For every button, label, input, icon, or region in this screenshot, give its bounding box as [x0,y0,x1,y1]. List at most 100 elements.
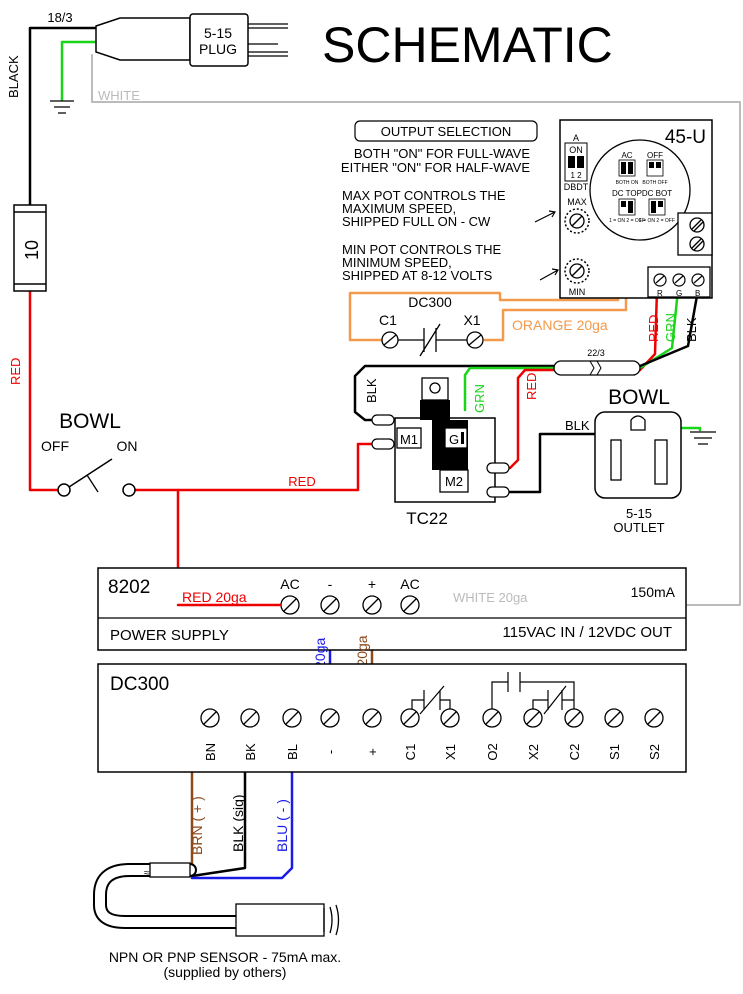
black-wire-tc22 [353,364,557,422]
dip-dc-top-label: DC TOP [612,189,642,198]
output-selection-title: OUTPUT SELECTION [381,124,512,139]
switch-a-box [564,142,588,182]
dc300-term-label-6: C1 [403,744,418,761]
dc300-term-label-5: + [365,748,380,756]
red-wire-switched [133,442,380,492]
dc300-term-label-4: - [323,750,338,754]
tc22-m1-terminal [371,414,422,450]
max-note-1: MAX POT CONTROLS THE [342,188,506,203]
dip-a-2 [577,156,584,168]
tc22-g-label: G [449,432,459,447]
red-tc22-label: RED [524,373,539,400]
tc22-name: TC22 [406,509,448,528]
dip-both-on: BOTH ON [616,180,639,186]
power-supply-title: POWER SUPPLY [110,627,229,644]
dip-dc-bot-2 [658,201,663,207]
black-wire-outlet [493,432,614,494]
cable-break-mark: ≈ [144,868,150,879]
supply-screw-ac-1 [280,595,300,615]
dc300-term-label-2: BK [243,743,258,761]
ground-wire [60,40,102,102]
dip-ac-2 [628,162,633,174]
white-20ga-label: WHITE 20ga [453,590,528,605]
dip-dc-top-1 [621,201,626,207]
dc300-screw-9 [523,708,543,728]
sensor-body [235,903,325,937]
terminal-g: G [676,289,682,298]
output-note-2: EITHER "ON" FOR HALF-WAVE [341,160,530,175]
dc300-term-label-3: BL [285,744,300,760]
dc300-term-label-10: C2 [567,744,582,761]
outlet-label: OUTLET [613,520,664,535]
tc22-m1-label: M1 [400,432,418,447]
dc300-screw-2 [240,708,260,728]
terminal-r: R [657,289,663,298]
dc300-term-label-7: X1 [443,744,458,760]
power-supply-current: 150mA [631,584,676,600]
sensor-blk-label: BLK (sig) [230,794,246,852]
dc300-screw-6 [400,708,420,728]
contact-c1-label: C1 [379,312,397,328]
red-switched-label: RED [288,474,315,489]
switch-label: BOWL [59,410,121,433]
contact-c1-screw [381,331,399,349]
dip-ac-label: AC [621,151,632,160]
supply-screw-pos [362,595,382,615]
max-pot-label: MAX [567,197,587,207]
dip-dc-top-2 [628,201,633,213]
sensor-caption-2: (supplied by others) [164,964,287,980]
min-arrow [539,268,559,281]
supply-screw-neg [320,595,340,615]
outlet-neutral-slot [654,439,668,485]
black-outlet-label: BLK [565,418,590,433]
bowl-switch [57,458,136,497]
max-arrow [534,210,556,223]
cable-22-3 [553,360,641,376]
board-45u-a: A [573,133,579,143]
min-note-3: SHIPPED AT 8-12 VOLTS [342,268,493,283]
fuse [13,204,47,292]
sensor-face [323,904,340,936]
max-pot [564,208,590,234]
dc300-screw-12 [644,708,664,728]
outlet-bowl-label: BOWL [608,386,670,409]
dc300-screw-11 [604,708,624,728]
dc300-screw-8 [482,708,502,728]
switch-off-label: OFF [41,438,69,454]
switch-a-dbdt: DBDT [564,182,589,192]
cable-gauge: 22/3 [587,348,605,358]
board-45u-name: 45-U [665,127,706,148]
dc300-board-name: DC300 [110,674,169,695]
terminal-b: B [695,289,700,298]
dc300-term-label-9: X2 [526,744,541,760]
supply-term-ac-2: AC [400,576,419,592]
red-wire-line [28,283,60,492]
dc300-term-label-11: S1 [607,744,622,760]
black-wire-45u [638,288,700,368]
sensor-cable-inner [95,865,240,927]
switch-a-numbers: 1 2 [570,171,582,180]
dc300-contact-name: DC300 [408,294,452,310]
plug-label-2: PLUG [199,41,237,57]
dip-off-1 [649,162,654,168]
terminal-r-screw [653,273,667,287]
output-note-1: BOTH "ON" FOR FULL-WAVE [354,146,530,161]
dip-a-1 [568,156,575,168]
tc22-g-bar [461,432,464,444]
sensor-cable-end [149,862,191,878]
dc300-term-label-8: O2 [485,743,500,760]
power-plug [95,13,288,67]
terminal-g-screw [672,273,686,287]
black-45u-label: BLK [684,317,699,342]
max-note-2: MAXIMUM SPEED, [342,201,456,216]
dc300-screw-7 [440,708,460,728]
sensor-brn-label: BRN ( + ) [189,796,205,855]
supply-term-pos: + [368,576,376,592]
supply-term-neg: - [328,576,333,592]
dc300-o2-x2-c2-contact [491,672,575,718]
min-note-2: MINIMUM SPEED, [342,255,452,270]
outlet-type: 5-15 [626,506,652,521]
dip-dc-bot-label: DC BOT [642,189,672,198]
dc300-term-label-1: BN [203,743,218,761]
